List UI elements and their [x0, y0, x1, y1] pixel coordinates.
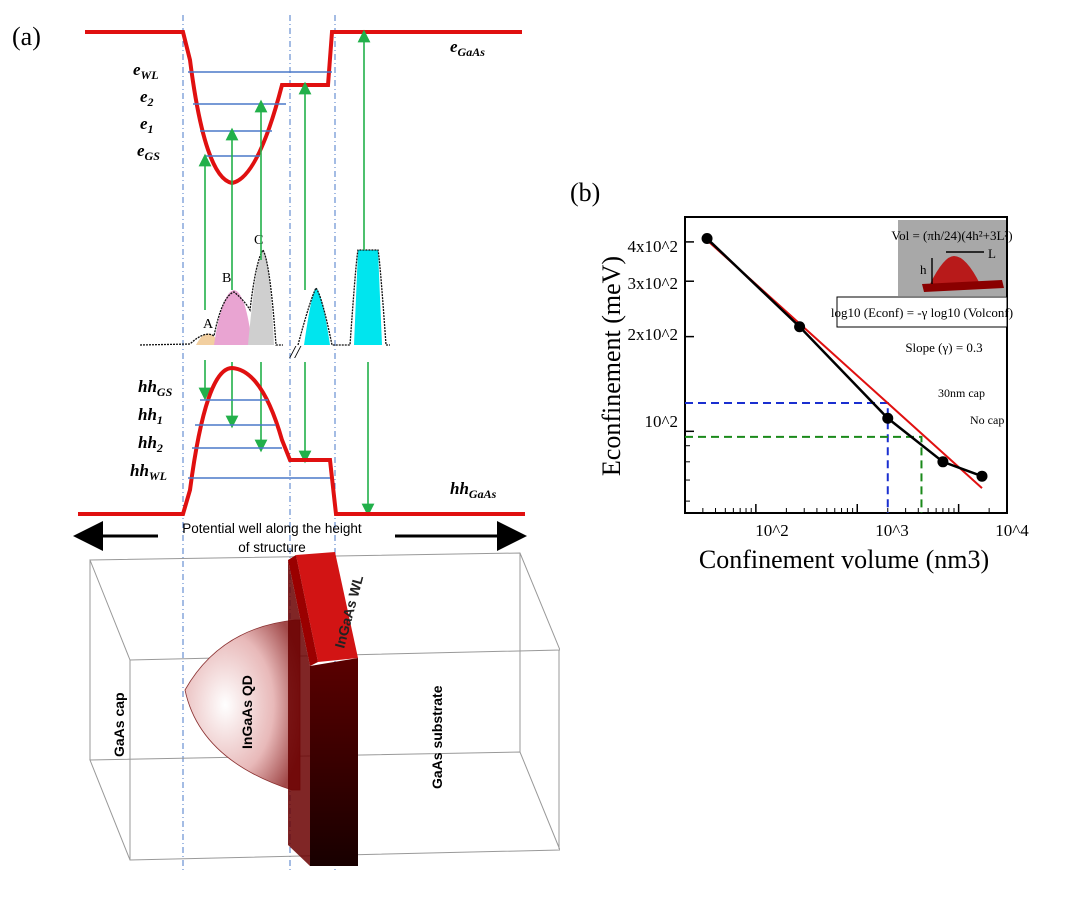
inset-h: h — [920, 262, 927, 277]
level-egs-sub: GS — [145, 149, 161, 163]
svg-text:eGS: eGS — [137, 141, 160, 163]
data-point — [937, 456, 949, 468]
svg-text:hh2: hh2 — [138, 433, 163, 455]
guide-30nm-cap — [685, 402, 889, 513]
y-tick-label-400: 4x10^2 — [628, 237, 678, 256]
svg-text:eGaAs: eGaAs — [450, 37, 485, 59]
svg-text:hhGS: hhGS — [138, 377, 173, 399]
fit-equation: log10 (Econf) = -γ log10 (Volconf) — [831, 305, 1013, 320]
level-hhgaas-base: hh — [450, 479, 469, 498]
pl-spectrum: // A B C — [139, 233, 390, 362]
y-tick-label-100: 10^2 — [645, 412, 678, 431]
x-tick-labels: 10^2 10^3 10^4 — [755, 521, 1029, 540]
panel-label-b: (b) — [570, 178, 601, 207]
wetting-layer-left — [288, 560, 310, 866]
axis-ticks — [685, 241, 990, 513]
label-gaas-cap: GaAs cap — [111, 692, 127, 757]
level-ewl-base: e — [133, 60, 141, 79]
valence-levels — [188, 399, 330, 479]
transition-arrows — [198, 29, 375, 517]
slope-label: Slope (γ) = 0.3 — [905, 340, 982, 355]
peak-b-fill — [214, 290, 252, 345]
label-gaas-substrate: GaAs substrate — [429, 685, 445, 789]
svg-text:e1: e1 — [140, 114, 154, 136]
level-egaas-sub: GaAs — [458, 45, 486, 59]
peak-c-fill — [248, 250, 274, 345]
chart-frame-group — [684, 216, 1008, 514]
x-axis-label: Confinement volume (nm3) — [699, 545, 989, 574]
data-point — [882, 412, 894, 424]
caption-line-2: of structure — [238, 540, 306, 555]
level-hhwl-sub: WL — [149, 469, 167, 483]
svg-text:eWL: eWL — [133, 60, 159, 82]
svg-text:hh1: hh1 — [138, 405, 163, 427]
pl-trace-right — [297, 249, 390, 346]
level-e1-base: e — [140, 114, 148, 133]
level-hhgs-base: hh — [138, 377, 157, 396]
inset-l: L — [988, 246, 996, 261]
volume-inset: Vol = (πh/24)(4h²+3L²) h L — [891, 220, 1013, 296]
level-hh2-sub: 2 — [156, 441, 163, 455]
data-point — [794, 321, 806, 333]
svg-text:hhWL: hhWL — [130, 461, 167, 483]
level-ewl-sub: WL — [141, 68, 159, 82]
structure-box — [89, 552, 560, 861]
level-hh2-base: hh — [138, 433, 157, 452]
data-series — [701, 233, 988, 489]
axis-break: // — [289, 342, 302, 362]
peak-label-b: B — [222, 271, 231, 286]
marker-label-30nm: 30nm cap — [938, 386, 985, 400]
panel-label-a: (a) — [12, 22, 41, 51]
quantum-dot — [184, 619, 301, 791]
x-tick-label-10000: 10^4 — [995, 521, 1029, 540]
level-hh1-sub: 1 — [157, 413, 163, 427]
label-ingaas-qd: InGaAs QD — [239, 675, 255, 749]
svg-text:e2: e2 — [140, 87, 154, 109]
inset-base — [922, 280, 1004, 292]
y-tick-labels: 4x10^2 3x10^2 2x10^2 10^2 — [628, 237, 678, 431]
x-tick-label-1000: 10^3 — [875, 521, 908, 540]
wetting-layer-side — [288, 555, 318, 666]
peak-a-fill — [196, 333, 220, 345]
inset-dome — [930, 256, 980, 284]
wetting-layer-top — [296, 552, 358, 662]
data-point — [701, 233, 713, 245]
valence-level-labels: hhGS hh1 hh2 hhWL hhGaAs — [130, 377, 497, 501]
y-tick-label-200: 2x10^2 — [628, 325, 678, 344]
volume-formula: Vol = (πh/24)(4h²+3L²) — [891, 228, 1012, 243]
level-hhgs-sub: GS — [157, 385, 173, 399]
peak-label-c: C — [254, 233, 263, 248]
marker-label-nocap: No cap — [970, 413, 1004, 427]
level-e2-base: e — [140, 87, 148, 106]
data-point — [976, 470, 988, 482]
peak-label-a: A — [203, 317, 214, 332]
level-hhgaas-sub: GaAs — [469, 487, 497, 501]
level-e1-sub: 1 — [148, 122, 154, 136]
y-axis-label: Econfinement (meV) — [597, 256, 626, 476]
peak-d-fill — [304, 288, 330, 345]
level-egaas-base: e — [450, 37, 458, 56]
y-tick-label-300: 3x10^2 — [628, 274, 678, 293]
x-tick-label-100: 10^2 — [755, 521, 788, 540]
conduction-level-labels: eWL e2 e1 eGS eGaAs — [133, 37, 485, 163]
level-egs-base: e — [137, 141, 145, 160]
level-hhwl-base: hh — [130, 461, 149, 480]
pl-trace-left — [139, 248, 283, 346]
level-hh1-base: hh — [138, 405, 157, 424]
band-diagram-panel: eWL e2 e1 eGS eGaAs // A B C — [73, 15, 560, 870]
guide-no-cap — [685, 435, 923, 513]
caption-line-1: Potential well along the height — [182, 521, 362, 536]
plot-frame — [684, 216, 1008, 514]
level-e2-sub: 2 — [147, 95, 154, 109]
wetting-layer-front — [310, 658, 358, 866]
svg-text:hhGaAs: hhGaAs — [450, 479, 497, 501]
peak-e-fill — [354, 250, 382, 345]
fit-equation-box — [836, 296, 1008, 328]
confinement-chart: 4x10^2 3x10^2 2x10^2 10^2 10^2 10^3 10^4… — [597, 216, 1029, 574]
